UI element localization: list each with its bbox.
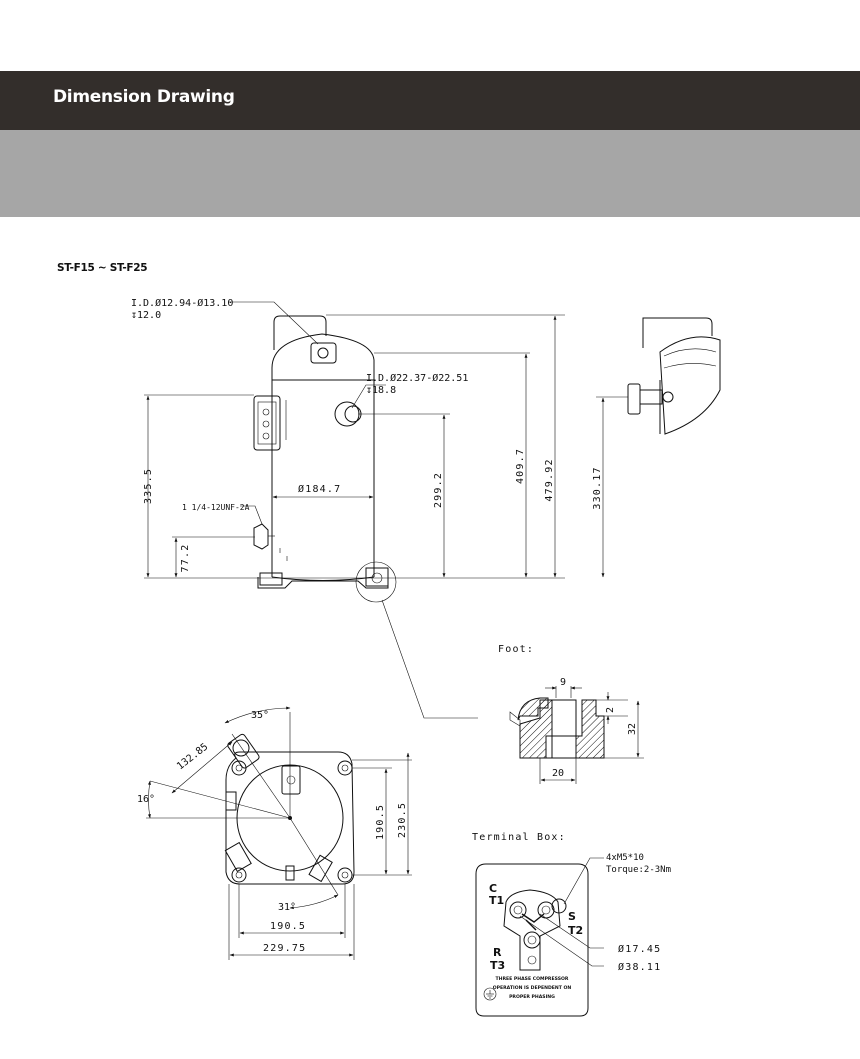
note-line2: OPERATION IS DEPENDENT ON xyxy=(493,985,572,991)
terminal-box: Terminal Box: 4xM5*10 Torque:2-3Nm Ø17.4… xyxy=(472,832,671,1017)
foot-dim-20: 20 xyxy=(552,768,564,779)
front-view: I.D.Ø12.94-Ø13.10 ↧12.0 I.D.Ø22.37-Ø22.5… xyxy=(131,297,565,719)
dim-335-5: 335.5 xyxy=(143,468,154,504)
header-bar xyxy=(0,71,860,130)
dim-299-2: 299.2 xyxy=(433,472,444,508)
dim-38-11: Ø38.11 xyxy=(618,961,661,973)
terminal-label-c: C xyxy=(489,882,497,895)
dim-190-5-horizontal: 190.5 xyxy=(270,921,306,932)
angle-31: 31° xyxy=(278,902,296,913)
suction-callout-line2: ↧12.0 xyxy=(131,310,161,321)
terminal-label-t1: T1 xyxy=(489,894,504,907)
discharge-callout-line1: I.D.Ø22.37-Ø22.51 xyxy=(366,372,468,384)
thread-label: 1 1/4-12UNF-2A xyxy=(182,503,250,512)
dim-409-7: 409.7 xyxy=(515,448,526,484)
grey-band xyxy=(0,130,860,217)
terminal-label-s: S xyxy=(568,910,576,923)
angle-35: 35° xyxy=(251,710,269,721)
foot-title: Foot: xyxy=(498,644,534,655)
dim-330-17: 330.17 xyxy=(592,466,603,509)
dim-77-2: 77.2 xyxy=(180,544,191,573)
discharge-callout-line2: ↧18.8 xyxy=(366,385,396,396)
terminal-box-title: Terminal Box: xyxy=(472,832,566,843)
dim-230-5: 230.5 xyxy=(397,802,408,838)
model-label: ST-F15 ~ ST-F25 xyxy=(57,262,148,274)
terminal-label-t2: T2 xyxy=(568,924,583,937)
page-title: Dimension Drawing xyxy=(53,87,235,107)
note-line3: PROPER PHASING xyxy=(509,994,555,1000)
dim-479-92: 479.92 xyxy=(544,458,555,501)
screw-label: 4xM5*10 xyxy=(606,853,644,863)
foot-dim-2: 2 xyxy=(605,707,616,713)
suction-callout-line1: I.D.Ø12.94-Ø13.10 xyxy=(131,297,233,309)
terminal-label-r: R xyxy=(493,946,502,959)
foot-dim-9: 9 xyxy=(560,677,566,688)
ground-icon xyxy=(483,987,497,1001)
foot-detail: Foot: 9 2 32 20 xyxy=(498,644,644,784)
dim-190-5-vertical: 190.5 xyxy=(375,804,386,840)
dim-diameter: Ø184.7 xyxy=(298,483,341,495)
angle-16: 16° xyxy=(137,794,155,805)
dim-229-75: 229.75 xyxy=(263,943,306,954)
side-view: 330.17 xyxy=(592,317,721,578)
note-line1: THREE PHASE COMPRESSOR xyxy=(496,976,569,982)
terminal-label-t3: T3 xyxy=(490,959,505,972)
foot-dim-32: 32 xyxy=(627,723,638,735)
top-view: 35° 132.85 16° 31° 190.5 230.5 190.5 229… xyxy=(137,706,412,960)
dim-132-85: 132.85 xyxy=(175,741,210,772)
torque-label: Torque:2-3Nm xyxy=(606,865,671,875)
dim-17-45: Ø17.45 xyxy=(618,943,661,955)
